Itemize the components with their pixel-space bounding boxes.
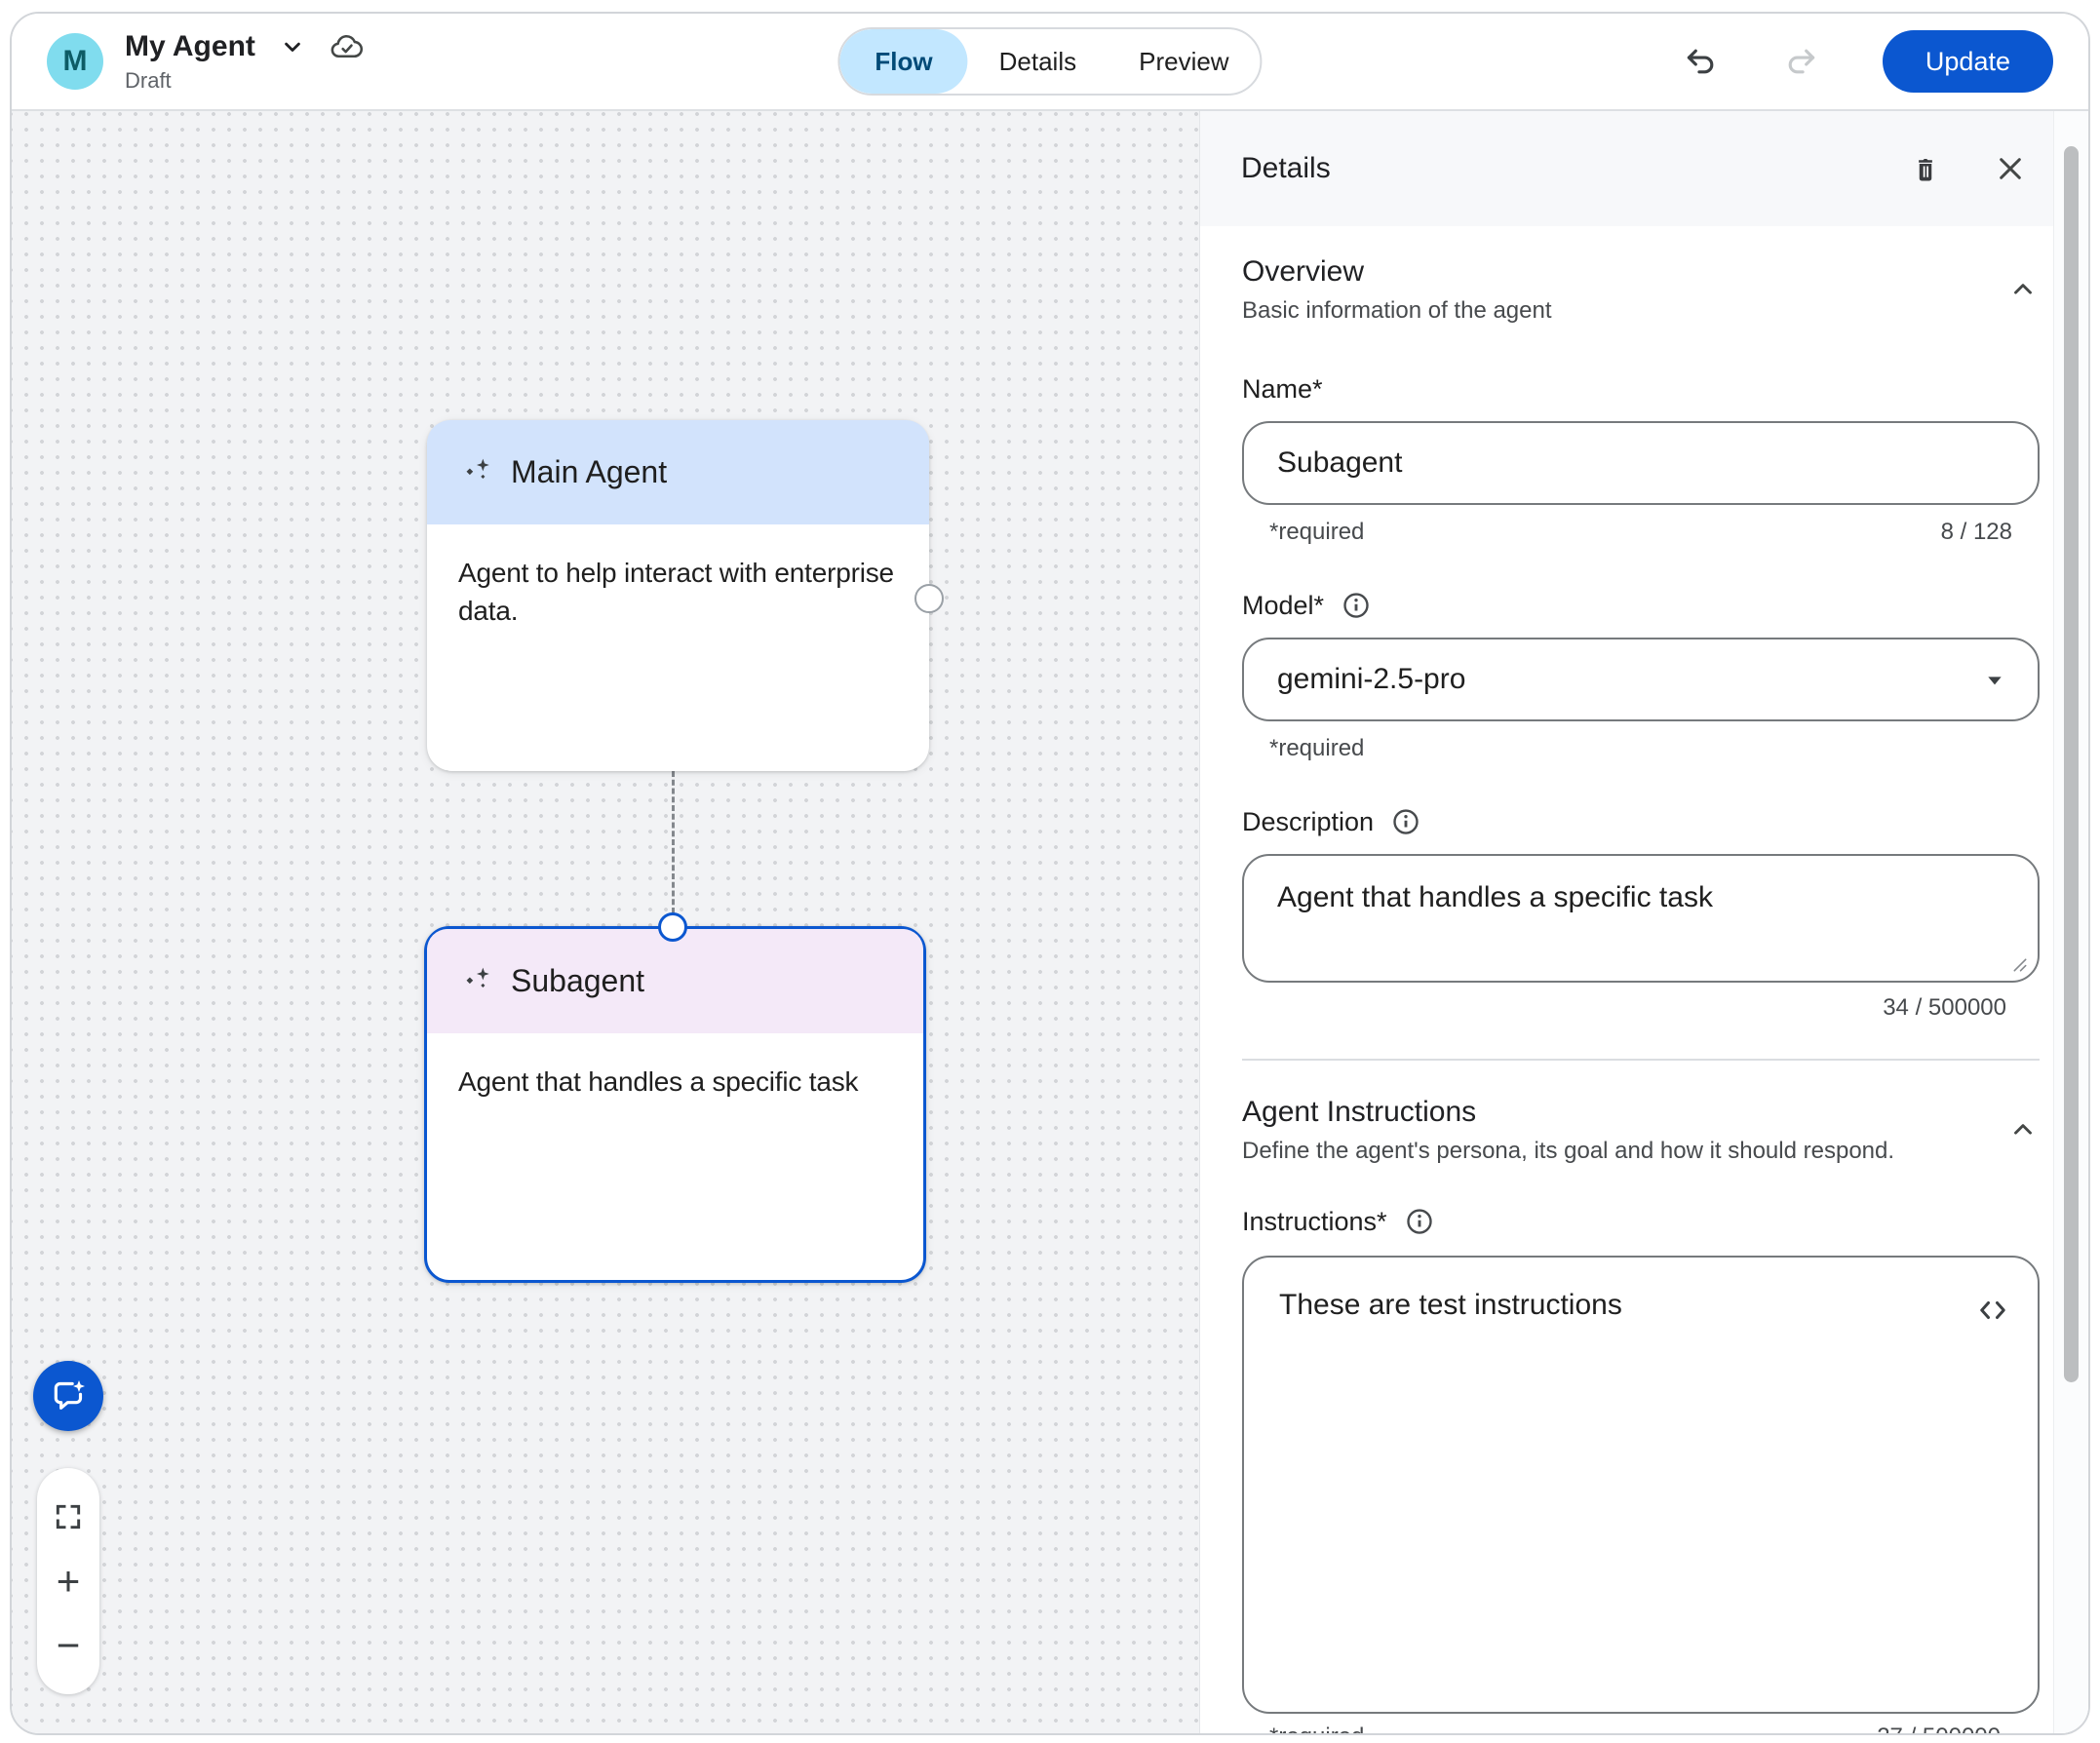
fit-screen-button[interactable] (47, 1495, 90, 1538)
main-agent-node-header: Main Agent (427, 420, 929, 524)
top-bar: M My Agent Draft Flo (12, 14, 2088, 111)
overview-title: Overview (1242, 255, 1365, 288)
connection-edge (672, 771, 675, 913)
zoom-in-button[interactable]: + (56, 1558, 81, 1604)
instructions-required: *required (1269, 1724, 1364, 1733)
connector-port-subagent[interactable] (658, 912, 687, 942)
model-label-row: Model* (1242, 589, 2040, 622)
panel-scrollbar[interactable] (2053, 111, 2088, 1733)
instructions-label: Instructions* (1242, 1207, 1387, 1236)
description-value: Agent that handles a specific task (1277, 881, 1713, 913)
instructions-helper-row: *required 27 / 500000 (1242, 1724, 2040, 1733)
tab-flow[interactable]: Flow (839, 29, 968, 94)
description-textarea[interactable]: Agent that handles a specific task (1242, 854, 2040, 983)
instructions-value: These are test instructions (1279, 1289, 1622, 1321)
section-divider (1242, 1059, 2040, 1061)
chat-sparkle-icon (49, 1376, 88, 1415)
name-required: *required (1269, 519, 1365, 545)
main-agent-node[interactable]: Main Agent Agent to help interact with e… (427, 420, 929, 771)
instructions-section-subtitle: Define the agent's persona, its goal and… (1242, 1138, 1895, 1164)
agent-title-block: My Agent Draft (125, 29, 365, 94)
app-window: M My Agent Draft Flo (10, 12, 2090, 1735)
agent-avatar: M (47, 33, 103, 90)
model-value: gemini-2.5-pro (1277, 663, 1466, 695)
node-title: Subagent (511, 963, 645, 998)
instructions-section-header: Agent Instructions Define the agent's pe… (1242, 1094, 2040, 1166)
sparkle-icon (462, 966, 493, 997)
description-helper-row: 34 / 500000 (1242, 994, 2040, 1022)
details-panel: Details (1199, 111, 2088, 1733)
topbar-actions: Update (1684, 30, 2053, 93)
code-icon[interactable] (1975, 1293, 2010, 1328)
name-label: Name* (1242, 374, 1323, 404)
tab-preview[interactable]: Preview (1139, 46, 1229, 76)
chevron-up-icon[interactable] (2008, 1115, 2038, 1144)
model-required: *required (1269, 735, 1365, 761)
description-label-row: Description (1242, 805, 2040, 838)
description-counter: 34 / 500000 (1883, 994, 2006, 1021)
info-icon[interactable] (1342, 591, 1371, 620)
subagent-node[interactable]: Subagent Agent that handles a specific t… (424, 926, 926, 1283)
node-title: Main Agent (511, 454, 668, 489)
instructions-label-row: Instructions* (1242, 1205, 2040, 1238)
subagent-node-header: Subagent (427, 929, 923, 1033)
dropdown-caret-icon (1979, 664, 2010, 695)
view-toggle: Flow Details Preview (837, 27, 1263, 96)
chat-sparkle-fab[interactable] (33, 1361, 103, 1431)
resize-handle-icon[interactable] (2012, 957, 2028, 973)
instructions-counter: 27 / 500000 (1877, 1724, 2001, 1733)
zoom-controls: + − (37, 1468, 99, 1694)
details-panel-header: Details (1200, 111, 2088, 226)
name-helper-row: *required 8 / 128 (1242, 519, 2040, 546)
instructions-section-title: Agent Instructions (1242, 1096, 1477, 1128)
description-label: Description (1242, 807, 1375, 836)
fit-screen-icon (53, 1501, 84, 1532)
zoom-out-button[interactable]: − (56, 1622, 81, 1668)
trash-icon[interactable] (1911, 154, 1940, 183)
update-button[interactable]: Update (1882, 30, 2053, 93)
connector-port-main-agent[interactable] (914, 584, 944, 613)
node-description: Agent to help interact with enterprise d… (458, 558, 894, 626)
agent-title: My Agent (125, 30, 255, 62)
undo-icon[interactable] (1684, 44, 1719, 79)
model-select[interactable]: gemini-2.5-pro (1242, 638, 2040, 721)
info-icon[interactable] (1405, 1207, 1434, 1236)
sparkle-icon (462, 457, 493, 488)
overview-section-header: Overview Basic information of the agent (1242, 253, 2040, 326)
model-helper-row: *required (1242, 735, 2040, 762)
chevron-down-icon[interactable] (279, 33, 306, 60)
scrollbar-thumb[interactable] (2064, 146, 2079, 1382)
instructions-textarea[interactable]: These are test instructions (1242, 1256, 2040, 1714)
name-input[interactable] (1242, 421, 2040, 505)
node-description: Agent that handles a specific task (458, 1066, 859, 1097)
details-panel-body: Overview Basic information of the agent … (1200, 226, 2053, 1733)
agent-status: Draft (125, 68, 172, 93)
agent-brand: M My Agent Draft (47, 29, 365, 94)
model-label: Model* (1242, 591, 1325, 620)
tab-details[interactable]: Details (998, 46, 1077, 76)
overview-subtitle: Basic information of the agent (1242, 297, 1552, 324)
name-counter: 8 / 128 (1940, 519, 2012, 545)
panel-title: Details (1241, 152, 1331, 184)
chevron-up-icon[interactable] (2008, 275, 2038, 304)
close-icon[interactable] (1995, 153, 2026, 184)
info-icon[interactable] (1391, 807, 1420, 836)
flow-canvas[interactable]: Main Agent Agent to help interact with e… (12, 111, 1199, 1733)
cloud-done-icon (330, 29, 365, 64)
redo-icon[interactable] (1783, 44, 1818, 79)
